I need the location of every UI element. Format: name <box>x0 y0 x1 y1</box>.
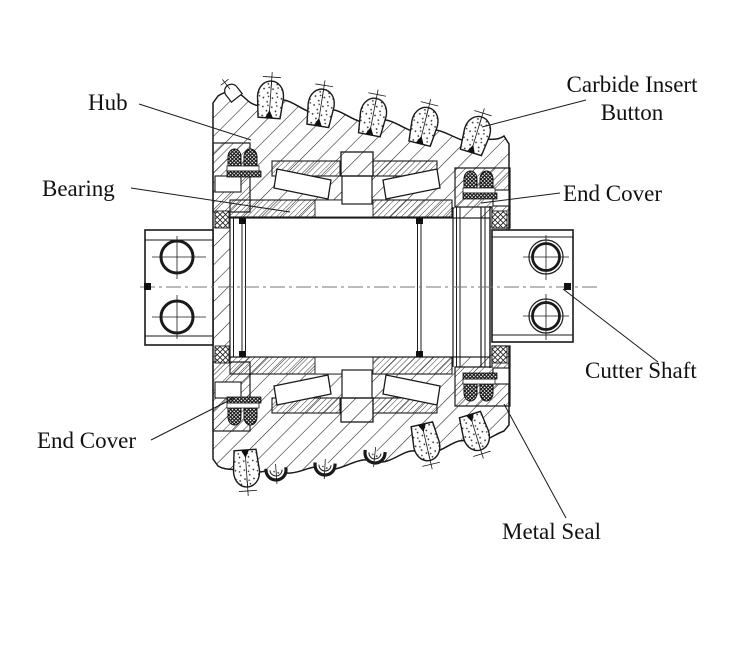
label-cutter-shaft: Cutter Shaft <box>585 358 697 383</box>
shaft-block-right <box>491 229 574 343</box>
centerline <box>140 283 597 290</box>
carbide-button-edge <box>220 78 244 103</box>
metal-seal-section <box>491 210 508 229</box>
tapered-roller <box>382 374 441 406</box>
metal-seal-section <box>491 345 508 364</box>
label-metal-seal: Metal Seal <box>502 519 601 544</box>
leader-metal-seal <box>503 403 567 519</box>
leader-end-cover-left <box>150 397 235 441</box>
label-bearing: Bearing <box>42 176 115 201</box>
carbide-buttons-top <box>220 70 498 157</box>
label-hub: Hub <box>88 90 128 115</box>
tapered-roller <box>273 374 332 406</box>
label-carbide-insert-line1: Carbide Insert <box>567 72 699 97</box>
leader-cutter-shaft <box>562 288 659 363</box>
label-carbide-insert-line2: Button <box>601 100 664 125</box>
tapered-roller <box>273 168 332 200</box>
label-end-cover-right: End Cover <box>563 181 662 206</box>
leader-bearing <box>130 187 291 213</box>
leader-end-cover-right <box>480 192 561 204</box>
tapered-roller <box>382 168 441 200</box>
leader-hub <box>138 103 252 141</box>
labels: Hub Bearing Carbide Insert Button End Co… <box>37 72 698 544</box>
leader-carbide-insert-button <box>481 99 587 128</box>
leader-lines <box>130 99 659 519</box>
label-end-cover-left: End Cover <box>37 428 136 453</box>
